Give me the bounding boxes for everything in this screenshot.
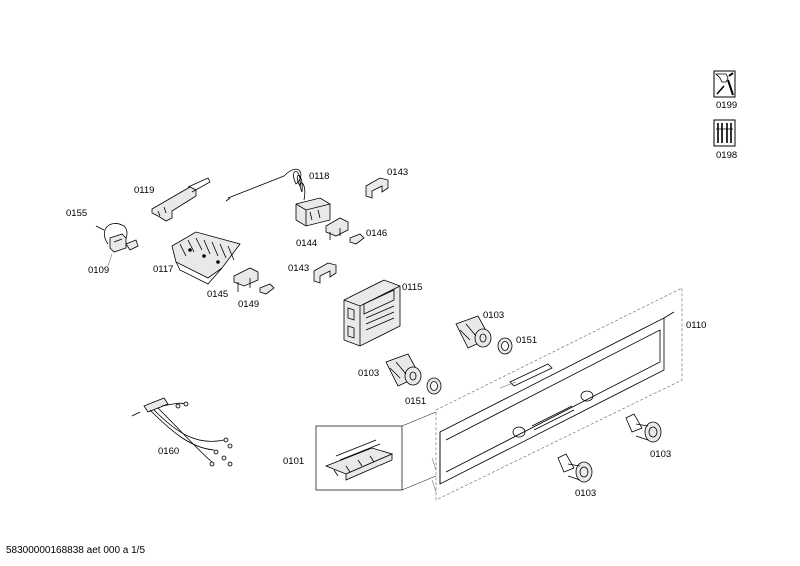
- part-0119-bracket: [151, 177, 211, 222]
- part-0103-selector-b: [385, 353, 422, 387]
- part-label-0110[interactable]: 0110: [686, 320, 706, 331]
- part-label-0145[interactable]: 0145: [207, 289, 228, 300]
- part-label-0103-c[interactable]: 0103: [650, 449, 671, 460]
- part-label-0115[interactable]: 0115: [402, 282, 422, 293]
- part-label-0119[interactable]: 0119: [134, 185, 154, 196]
- part-0145-terminal: [233, 267, 259, 292]
- part-0115-control-module: [343, 279, 401, 347]
- part-label-0143-b[interactable]: 0143: [288, 263, 309, 274]
- part-0160-wiring-harness: [131, 397, 233, 467]
- document-id: 58300000168838 aet 000 a 1/5: [6, 545, 146, 556]
- part-label-0109[interactable]: 0109: [88, 265, 109, 276]
- part-label-0151-b[interactable]: 0151: [405, 396, 426, 407]
- part-label-0155[interactable]: 0155: [66, 208, 87, 219]
- part-label-0146[interactable]: 0146: [366, 228, 387, 239]
- part-0118-thermostat: [225, 168, 331, 227]
- part-label-0117[interactable]: 0117: [153, 264, 173, 275]
- part-label-0101[interactable]: 0101: [283, 456, 304, 467]
- wrench-icon[interactable]: [713, 70, 736, 98]
- part-label-0198[interactable]: 0198: [716, 150, 737, 161]
- part-0144-terminal: [325, 217, 349, 240]
- part-label-0144[interactable]: 0144: [296, 238, 317, 249]
- part-0151-ring-a: [497, 337, 513, 355]
- part-label-0103-b[interactable]: 0103: [358, 368, 379, 379]
- part-0110-control-panel: [431, 287, 683, 501]
- part-label-0103-a[interactable]: 0103: [483, 310, 504, 321]
- part-0143-clip-b: [313, 262, 337, 284]
- part-0143-clip-a: [365, 177, 389, 199]
- part-label-0143-a[interactable]: 0143: [387, 167, 408, 178]
- part-0103-knob-c: [625, 413, 662, 443]
- part-0149-cap: [259, 283, 275, 295]
- part-0101-detail-box: [315, 425, 403, 491]
- tools-kit-icon[interactable]: [713, 119, 736, 147]
- part-0103-knob-d: [557, 453, 593, 483]
- part-0151-ring-b: [426, 377, 442, 395]
- part-0109-connector: [109, 233, 139, 253]
- part-label-0103-d[interactable]: 0103: [575, 488, 596, 499]
- part-label-0160[interactable]: 0160: [158, 446, 179, 457]
- part-label-0199[interactable]: 0199: [716, 100, 737, 111]
- part-0146-cap: [349, 233, 365, 245]
- part-label-0118[interactable]: 0118: [309, 171, 329, 182]
- part-0103-selector-a: [455, 315, 492, 349]
- part-0117-terminal-block: [171, 231, 241, 285]
- part-label-0151-a[interactable]: 0151: [516, 335, 537, 346]
- part-label-0149[interactable]: 0149: [238, 299, 259, 310]
